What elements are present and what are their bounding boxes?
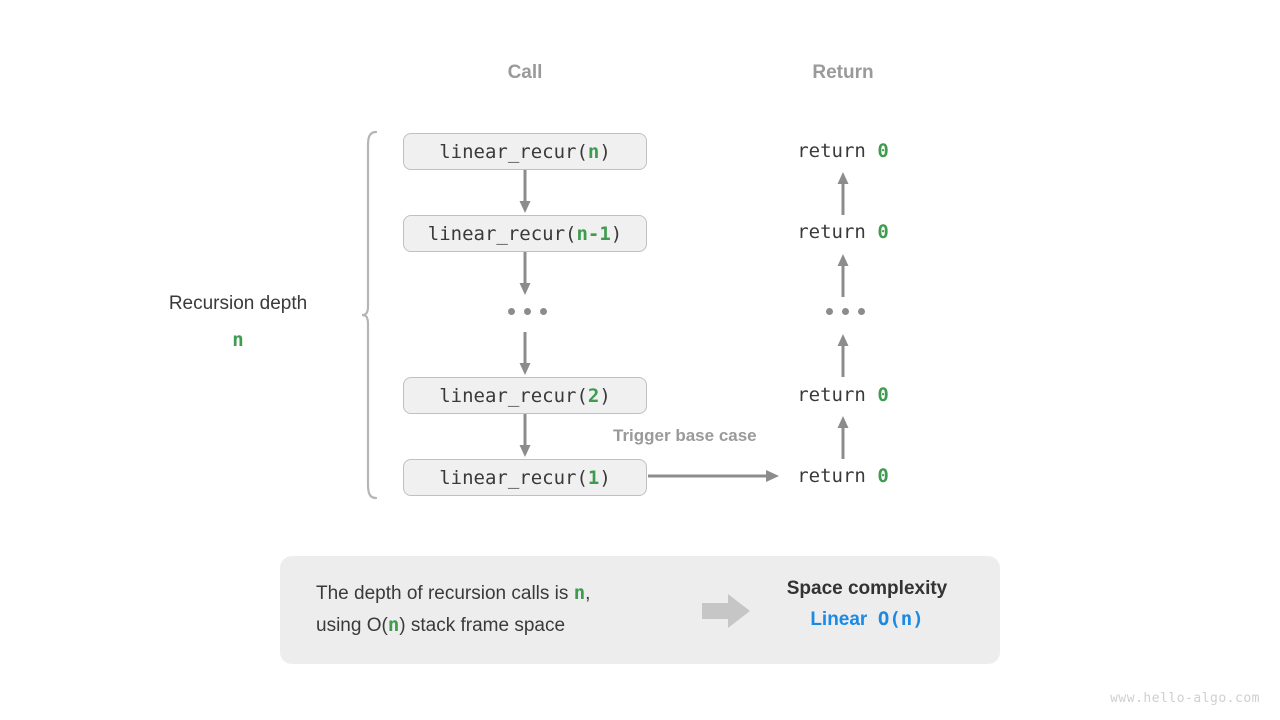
return-keyword: return [797, 221, 866, 243]
return-keyword: return [797, 140, 866, 162]
call-ellipsis [508, 308, 547, 315]
call-frame-suffix: ) [610, 222, 623, 245]
summary-line2-variable: n [387, 613, 400, 636]
complexity-value: Linear O(n) [742, 608, 992, 631]
call-frame-arg: n-1 [576, 222, 611, 245]
recursion-depth-brace [361, 130, 378, 500]
return-arrow-up-1 [837, 172, 849, 215]
summary-line-2: using O(n) stack frame space [316, 610, 676, 642]
trigger-base-case-note: Trigger base case [613, 426, 757, 445]
arrow-right-icon [702, 594, 750, 628]
ellipsis-dot [508, 308, 515, 315]
summary-line1-variable: n [573, 582, 586, 604]
call-frame-prefix: linear_recur( [439, 384, 588, 407]
return-value: 0 [877, 140, 889, 162]
base-case-arrow-right [648, 470, 779, 482]
call-frame-suffix: ) [599, 384, 611, 407]
call-frame-suffix: ) [599, 466, 611, 489]
ellipsis-dot [540, 308, 547, 315]
return-statement: return 0 [743, 384, 943, 406]
recursion-depth-label: Recursion depth n [110, 285, 366, 359]
return-value: 0 [877, 384, 889, 406]
return-keyword: return [797, 384, 866, 406]
complexity-result: Space complexity Linear O(n) [742, 578, 992, 631]
summary-line-1: The depth of recursion calls is n, [316, 578, 676, 610]
call-frame-arg: n [587, 140, 600, 163]
call-arrow-down-4 [519, 414, 531, 457]
summary-panel [280, 556, 1000, 664]
ellipsis-dot [524, 308, 531, 315]
return-arrow-up-2 [837, 254, 849, 297]
return-arrow-up-3 [837, 334, 849, 377]
call-arrow-down-2 [519, 252, 531, 295]
ellipsis-dot [842, 308, 849, 315]
call-frame-box[interactable]: linear_recur(n-1) [403, 215, 647, 252]
watermark: www.hello-algo.com [1110, 691, 1260, 706]
recursion-depth-value: n [232, 329, 244, 352]
call-frame-prefix: linear_recur( [427, 222, 577, 245]
call-frame-arg: 2 [587, 384, 600, 407]
summary-line1-suffix: , [585, 583, 591, 604]
complexity-title: Space complexity [786, 578, 948, 599]
return-keyword: return [797, 465, 866, 487]
summary-description: The depth of recursion calls is n, using… [316, 578, 676, 642]
return-value: 0 [877, 221, 889, 243]
ellipsis-dot [858, 308, 865, 315]
call-frame-prefix: linear_recur( [439, 466, 588, 489]
complexity-notation: O(n) [877, 608, 924, 630]
summary-line2-suffix: ) stack frame space [399, 614, 566, 636]
return-statement: return 0 [743, 465, 943, 487]
ellipsis-dot [826, 308, 833, 315]
column-header-return: Return [812, 62, 874, 83]
call-arrow-down-1 [519, 170, 531, 213]
return-statement: return 0 [743, 140, 943, 162]
return-arrow-up-4 [837, 416, 849, 459]
call-frame-prefix: linear_recur( [439, 140, 588, 163]
column-header-call: Call [507, 62, 543, 83]
recursion-depth-title: Recursion depth [168, 293, 308, 314]
call-frame-arg: 1 [587, 466, 600, 489]
call-frame-suffix: ) [599, 140, 611, 163]
summary-line1-prefix: The depth of recursion calls is [316, 583, 574, 604]
call-frame-box[interactable]: linear_recur(2) [403, 377, 647, 414]
return-statement: return 0 [743, 221, 943, 243]
call-frame-box[interactable]: linear_recur(1) [403, 459, 647, 496]
return-ellipsis [826, 308, 865, 315]
return-value: 0 [877, 465, 889, 487]
call-arrow-down-3 [519, 332, 531, 375]
complexity-kind: Linear [810, 609, 868, 630]
summary-line2-prefix: using O( [316, 614, 388, 636]
call-frame-box[interactable]: linear_recur(n) [403, 133, 647, 170]
